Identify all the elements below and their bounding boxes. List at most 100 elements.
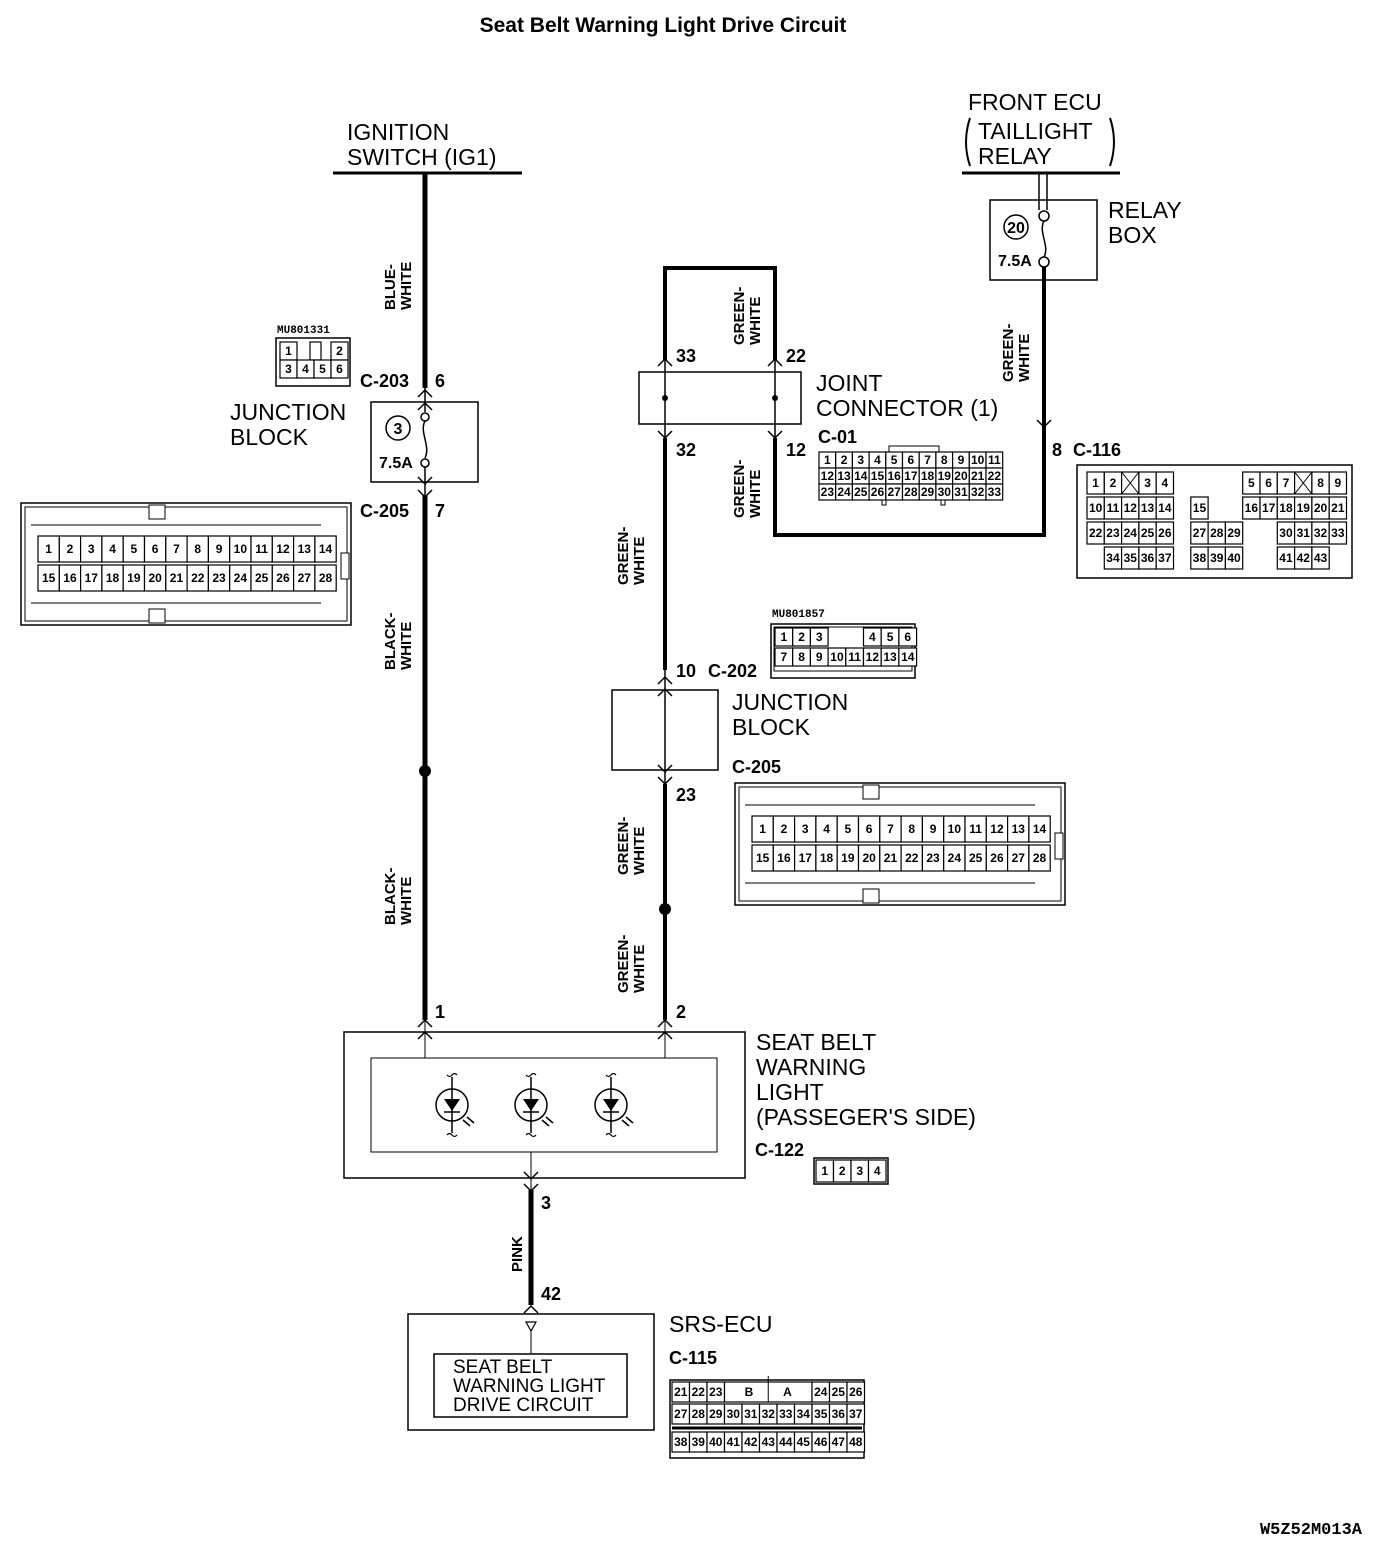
connector-pin-cell: 32	[758, 1403, 778, 1425]
svg-text:7: 7	[781, 650, 788, 664]
svg-text:34: 34	[1106, 551, 1120, 565]
connector-pin-cell: 15	[1190, 496, 1209, 520]
connector-pin-cell: 9	[809, 647, 829, 667]
connector-pin-cell: 28	[1207, 521, 1226, 545]
connector-pin-cell: 11	[964, 815, 987, 843]
svg-text:3: 3	[285, 362, 292, 376]
connector-pin-cell: 28	[901, 483, 920, 501]
connector-id-c203: C-203	[360, 371, 409, 391]
svg-text:48: 48	[849, 1435, 863, 1449]
svg-text:BOX: BOX	[1108, 222, 1157, 248]
svg-text:44: 44	[779, 1435, 793, 1449]
connector-pin-cell: 12	[1120, 496, 1140, 520]
svg-text:1: 1	[1092, 476, 1099, 490]
pin-10: 10	[676, 661, 696, 681]
wire-right	[775, 267, 1052, 537]
svg-text:A: A	[783, 1385, 792, 1399]
svg-text:10: 10	[948, 822, 962, 836]
connector-pin-cell: 33	[985, 483, 1004, 501]
svg-text:14: 14	[854, 469, 868, 483]
connector-pin-cell: 5	[122, 535, 146, 563]
connector-pin-cell: 35	[1120, 546, 1140, 570]
svg-text:37: 37	[849, 1407, 863, 1421]
connector-pin-cell: 35	[811, 1403, 831, 1425]
svg-text:42: 42	[1297, 551, 1311, 565]
pin-7: 7	[435, 501, 445, 521]
connector-pin-cell: 2	[792, 627, 812, 647]
connector-pin-cell: 20	[951, 467, 970, 485]
led-icon	[594, 1072, 634, 1138]
svg-text:29: 29	[921, 485, 935, 499]
svg-text:28: 28	[1210, 526, 1224, 540]
connector-pin-cell: 41	[723, 1431, 743, 1453]
svg-text:15: 15	[756, 851, 770, 865]
svg-text:12: 12	[821, 469, 835, 483]
svg-text:37: 37	[1158, 551, 1172, 565]
svg-text:31: 31	[954, 485, 968, 499]
svg-text:12: 12	[866, 650, 880, 664]
svg-text:47: 47	[832, 1435, 846, 1449]
svg-text:9: 9	[958, 453, 965, 467]
connector-pin-cell: 5	[885, 451, 904, 469]
svg-text:27: 27	[298, 571, 312, 585]
svg-text:5: 5	[845, 822, 852, 836]
svg-text:12: 12	[990, 822, 1004, 836]
svg-text:3: 3	[802, 822, 809, 836]
svg-text:25: 25	[1141, 526, 1155, 540]
svg-text:4: 4	[823, 822, 830, 836]
connector-pin-cell: 21	[1328, 496, 1348, 520]
svg-text:18: 18	[820, 851, 834, 865]
svg-text:17: 17	[85, 571, 99, 585]
connector-pin-cell: 38	[671, 1431, 691, 1453]
svg-text:30: 30	[938, 485, 952, 499]
svg-text:WARNING: WARNING	[756, 1054, 866, 1080]
connector-pin-cell: 22	[1086, 521, 1105, 545]
connector-pin-cell: 3	[850, 1159, 870, 1183]
svg-text:16: 16	[63, 571, 77, 585]
connector-pin-cell: 1	[751, 815, 774, 843]
svg-text:28: 28	[1033, 851, 1047, 865]
connector-pin-cell: 21	[671, 1381, 691, 1403]
svg-text:BLUE-: BLUE-	[382, 264, 399, 310]
svg-text:25: 25	[832, 1385, 846, 1399]
connector-pin-cell: 23	[207, 564, 231, 592]
connector-pin-cell: 7	[165, 535, 188, 563]
connector-pin-cell: 6	[898, 627, 918, 647]
svg-text:11: 11	[988, 453, 1001, 467]
connector-pin-cell: 45	[793, 1431, 813, 1453]
connector-pin-cell: 5	[1242, 471, 1261, 495]
svg-text:45: 45	[797, 1435, 811, 1449]
svg-text:39: 39	[692, 1435, 706, 1449]
svg-text:23: 23	[212, 571, 226, 585]
connector-pin-cell: 25	[828, 1381, 848, 1403]
connector-pin-cell: 42	[1293, 546, 1313, 570]
connector-pin-cell	[309, 341, 322, 361]
connector-pin-cell: 12	[985, 815, 1009, 843]
svg-text:40: 40	[1227, 551, 1241, 565]
connector-pin-cell: 1	[279, 341, 298, 361]
svg-text:9: 9	[816, 650, 823, 664]
svg-text:3: 3	[857, 453, 864, 467]
connector-pin-cell: 14	[898, 647, 918, 667]
svg-text:27: 27	[674, 1407, 688, 1421]
connector-pin-cell: 31	[951, 483, 970, 501]
seat-belt-warning-light: 1 2 SEAT BELT WARNING LIGHT (PASSEGER'S …	[343, 1002, 976, 1193]
connector-pin-cell: 39	[688, 1431, 708, 1453]
connector-pin-cell: 1	[818, 451, 837, 469]
connector-pin-cell: 20	[857, 844, 881, 872]
connector-pin-cell: 21	[165, 564, 188, 592]
svg-text:8: 8	[194, 542, 201, 556]
connector-pin-cell: 4	[101, 535, 124, 563]
svg-text:(PASSEGER'S SIDE): (PASSEGER'S SIDE)	[756, 1104, 976, 1130]
connector-pin-cell: 19	[122, 564, 146, 592]
svg-text:JUNCTION: JUNCTION	[732, 689, 848, 715]
svg-text:21: 21	[170, 571, 184, 585]
svg-text:28: 28	[692, 1407, 706, 1421]
connector-pin-cell: 6	[330, 359, 349, 379]
connector-pin-cell: 17	[901, 467, 920, 485]
svg-text:FRONT ECU: FRONT ECU	[968, 89, 1102, 115]
svg-text:22: 22	[692, 1385, 706, 1399]
connector-pin-cell: 4	[1155, 471, 1175, 495]
svg-text:18: 18	[1279, 501, 1293, 515]
figure-code: W5Z52M013A	[1260, 1521, 1363, 1540]
